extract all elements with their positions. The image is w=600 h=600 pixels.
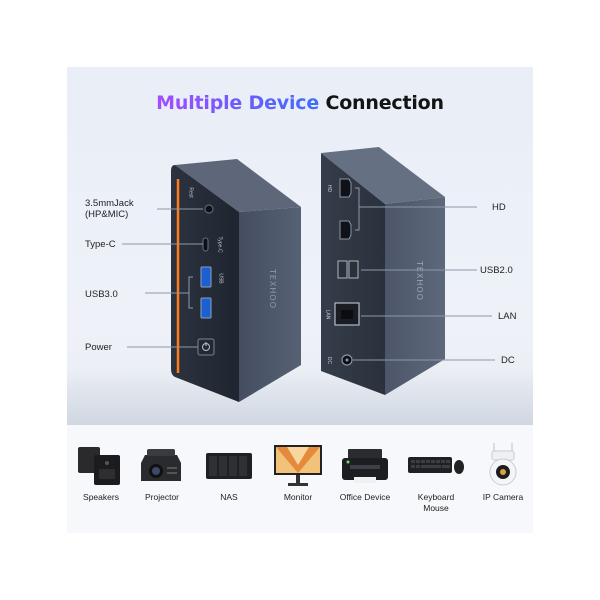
right-unit-top xyxy=(321,147,445,204)
port-print-rest: Rest xyxy=(187,187,194,198)
port-print-usb: USB xyxy=(217,273,224,284)
port-print-hd: HD xyxy=(326,184,333,193)
usb3-port-2 xyxy=(200,297,212,319)
usb3-port-1 xyxy=(200,266,212,288)
device-label-camera: IP Camera xyxy=(482,492,524,502)
side-logo-right: TEXHOO xyxy=(415,260,424,301)
left-unit: TEXHOO xyxy=(122,159,301,402)
power-button xyxy=(197,338,215,356)
usb2-port-2 xyxy=(348,260,359,279)
port-print-dc: DC xyxy=(326,356,333,365)
title-highlight: Multiple Device xyxy=(156,92,320,114)
left-unit-top xyxy=(175,159,301,212)
device-label-office: Office Device xyxy=(339,492,391,502)
nas-icon xyxy=(206,453,252,479)
device-label-monitor: Monitor xyxy=(283,492,313,502)
audio-jack xyxy=(204,204,214,214)
right-unit: TEXHOO xyxy=(321,147,495,395)
label-hd: HD xyxy=(492,202,506,213)
left-unit-side xyxy=(239,207,301,402)
projector-icon xyxy=(141,449,181,481)
right-unit-side xyxy=(385,197,445,395)
hd-port-2 xyxy=(339,220,352,240)
monitor-icon xyxy=(274,445,322,486)
device-label-speakers: Speakers xyxy=(83,492,119,502)
product-panel: Multiple Device Connection TEXHOO xyxy=(67,67,533,533)
typec-port xyxy=(202,237,209,252)
label-usb3: USB3.0 xyxy=(85,289,118,300)
usb2-port-1 xyxy=(337,260,348,279)
port-print-lan: LAN xyxy=(324,309,331,320)
label-lan: LAN xyxy=(498,311,517,322)
label-power: Power xyxy=(85,342,112,353)
floor-shadow xyxy=(67,367,533,427)
keyboard-mouse-icon xyxy=(408,457,464,474)
device-label-projector: Projector xyxy=(144,492,179,502)
device-label-nas: NAS xyxy=(220,492,238,502)
mini-pc-illustration: TEXHOO TEXHOO xyxy=(122,147,495,402)
speakers-icon xyxy=(78,447,120,485)
device-label-keyboard: Keyboard Mouse xyxy=(417,492,455,513)
side-logo-left: TEXHOO xyxy=(268,268,277,309)
label-dc: DC xyxy=(501,355,515,366)
port-print-typec: Type-C xyxy=(216,236,223,253)
hd-port-1 xyxy=(339,178,352,198)
page-title: Multiple Device Connection xyxy=(67,92,533,114)
ip-camera-icon xyxy=(489,443,517,486)
label-usb2: USB2.0 xyxy=(480,265,513,276)
title-rest: Connection xyxy=(325,92,444,114)
label-audio-jack: 3.5mmJack (HP&MIC) xyxy=(85,198,134,220)
label-typec: Type-C xyxy=(85,239,116,250)
office-printer-icon xyxy=(342,449,388,483)
